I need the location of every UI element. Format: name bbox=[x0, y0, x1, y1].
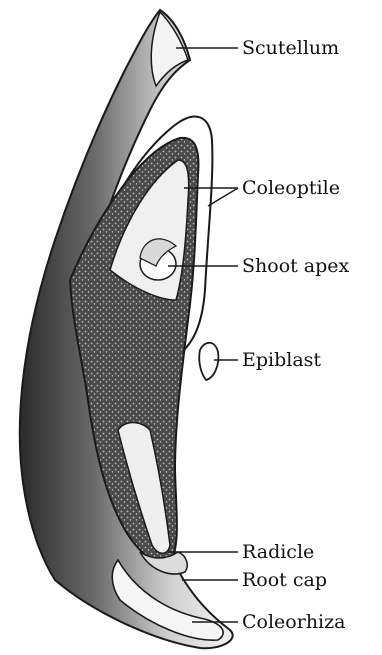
label-coleoptile: Coleoptile bbox=[242, 177, 340, 199]
epiblast bbox=[199, 343, 218, 380]
label-root-cap: Root cap bbox=[242, 569, 327, 591]
leader-coleoptile-2 bbox=[208, 188, 238, 206]
label-coleorhiza: Coleorhiza bbox=[242, 611, 345, 633]
label-scutellum: Scutellum bbox=[242, 37, 339, 59]
label-radicle: Radicle bbox=[242, 541, 314, 563]
label-epiblast: Epiblast bbox=[242, 349, 321, 371]
label-shoot-apex: Shoot apex bbox=[242, 255, 350, 277]
